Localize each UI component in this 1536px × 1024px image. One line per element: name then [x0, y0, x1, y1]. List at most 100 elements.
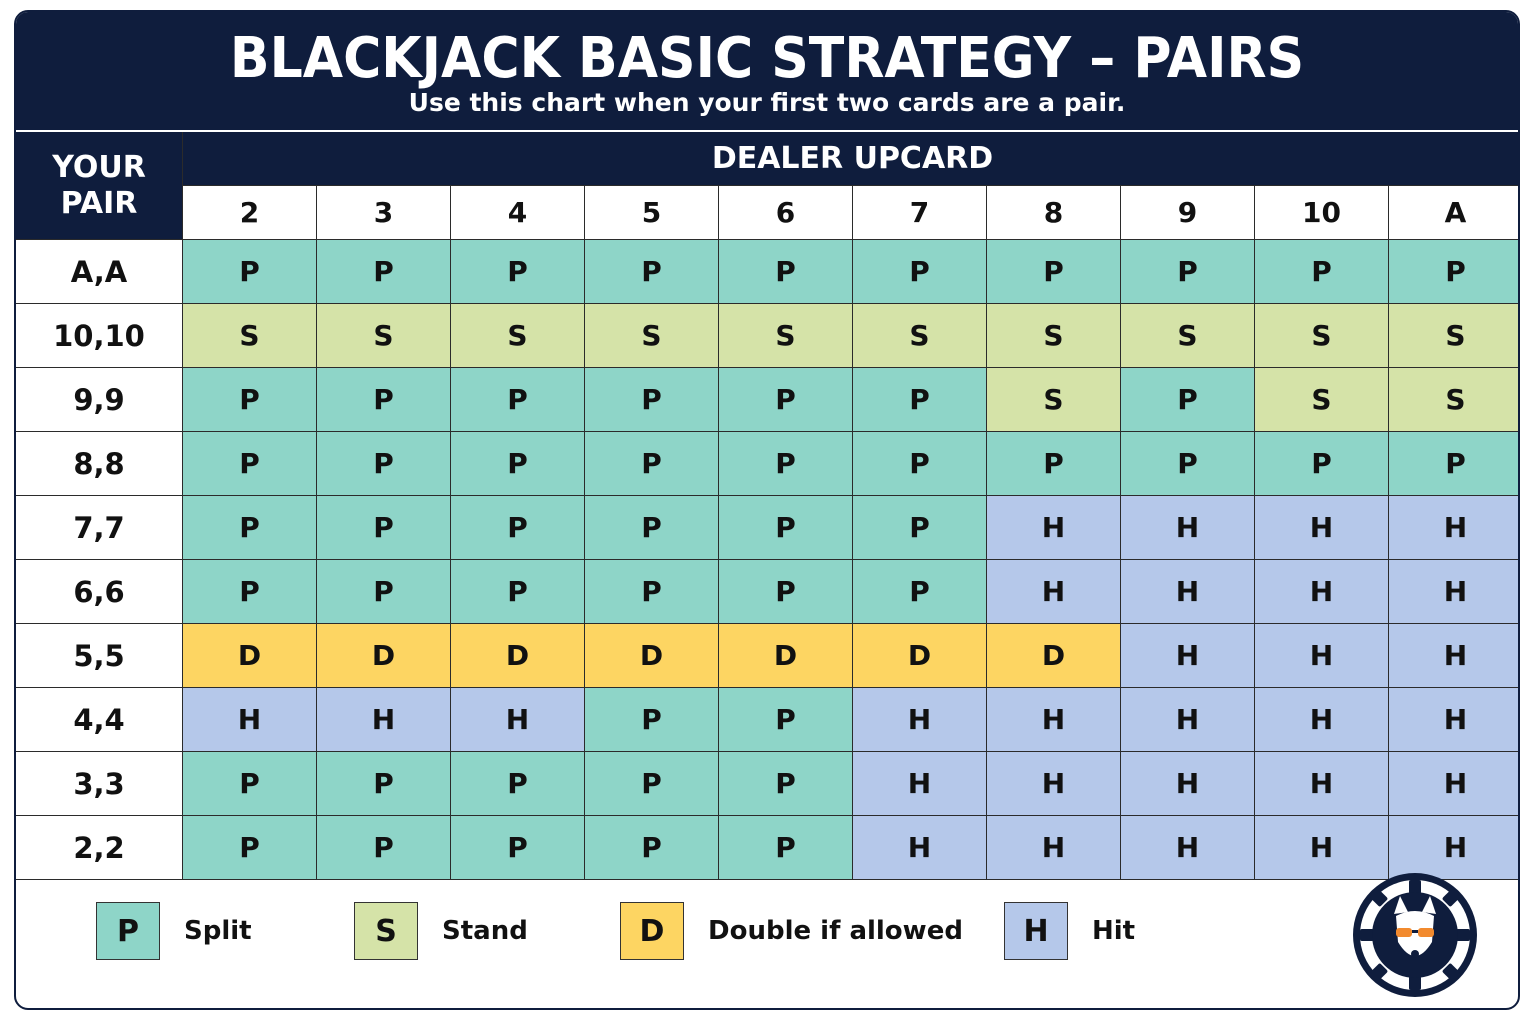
strategy-cell: P — [853, 432, 986, 495]
strategy-cell: P — [1121, 432, 1254, 495]
strategy-cell: P — [183, 816, 316, 879]
row-label: 7,7 — [16, 496, 182, 559]
strategy-cell: P — [585, 240, 718, 303]
legend-label: Stand — [442, 916, 528, 946]
strategy-cell: P — [183, 560, 316, 623]
strategy-cell: P — [317, 240, 450, 303]
your-pair-header-line1: YOUR — [52, 149, 146, 185]
strategy-cell: P — [317, 496, 450, 559]
strategy-cell: H — [853, 752, 986, 815]
strategy-cell: H — [1255, 752, 1388, 815]
strategy-cell: S — [317, 304, 450, 367]
legend-swatch: D — [620, 902, 684, 960]
row-label: 4,4 — [16, 688, 182, 751]
strategy-cell: H — [1121, 624, 1254, 687]
strategy-cell: H — [1255, 624, 1388, 687]
strategy-cell: H — [1121, 496, 1254, 559]
row-label: 9,9 — [16, 368, 182, 431]
strategy-cell: H — [1255, 496, 1388, 559]
strategy-cell: H — [987, 560, 1120, 623]
row-label: 8,8 — [16, 432, 182, 495]
strategy-cell: H — [1255, 688, 1388, 751]
strategy-cell: H — [317, 688, 450, 751]
strategy-cell: P — [451, 368, 584, 431]
strategy-cell: P — [317, 432, 450, 495]
strategy-cell: H — [1389, 560, 1518, 623]
strategy-cell: H — [853, 816, 986, 879]
strategy-cell: S — [987, 368, 1120, 431]
strategy-cell: H — [1389, 688, 1518, 751]
strategy-cell: H — [1255, 560, 1388, 623]
dealer-upcard-5: 6 — [719, 186, 852, 239]
strategy-cell: P — [1389, 240, 1518, 303]
strategy-cell: H — [1389, 496, 1518, 559]
strategy-cell: P — [1255, 240, 1388, 303]
dealer-upcard-3: 4 — [451, 186, 584, 239]
row-label: 6,6 — [16, 560, 182, 623]
strategy-cell: S — [451, 304, 584, 367]
strategy-cell: D — [719, 624, 852, 687]
strategy-cell: H — [1255, 816, 1388, 879]
strategy-cell: P — [853, 560, 986, 623]
page-subtitle: Use this chart when your first two cards… — [408, 88, 1126, 117]
strategy-cell: H — [1121, 560, 1254, 623]
strategy-cell: P — [585, 368, 718, 431]
strategy-cell: P — [585, 560, 718, 623]
row-label: 10,10 — [16, 304, 182, 367]
strategy-cell: P — [1389, 432, 1518, 495]
strategy-cell: P — [853, 240, 986, 303]
dealer-upcard-10: A — [1389, 186, 1518, 239]
strategy-cell: P — [183, 240, 316, 303]
header: BLACKJACK BASIC STRATEGY – PAIRS Use thi… — [16, 12, 1518, 130]
dealer-upcard-6: 7 — [853, 186, 986, 239]
strategy-cell: S — [987, 304, 1120, 367]
strategy-cell: H — [987, 688, 1120, 751]
strategy-cell: P — [317, 752, 450, 815]
dog-sunglasses-chip-logo-icon — [1353, 873, 1477, 997]
legend-swatch: S — [354, 902, 418, 960]
strategy-cell: H — [1121, 816, 1254, 879]
strategy-cell: S — [585, 304, 718, 367]
strategy-cell: P — [585, 496, 718, 559]
strategy-cell: P — [1255, 432, 1388, 495]
dealer-upcard-1: 2 — [183, 186, 316, 239]
strategy-cell: H — [987, 496, 1120, 559]
strategy-card: BLACKJACK BASIC STRATEGY – PAIRS Use thi… — [14, 10, 1520, 1010]
strategy-cell: S — [1389, 368, 1518, 431]
strategy-cell: P — [183, 368, 316, 431]
strategy-cell: H — [1389, 752, 1518, 815]
strategy-cell: P — [451, 752, 584, 815]
strategy-cell: P — [451, 496, 584, 559]
dealer-upcard-2: 3 — [317, 186, 450, 239]
dealer-upcard-4: 5 — [585, 186, 718, 239]
strategy-cell: H — [183, 688, 316, 751]
strategy-cell: H — [853, 688, 986, 751]
strategy-cell: P — [719, 560, 852, 623]
legend-label: Split — [184, 916, 252, 946]
strategy-cell: P — [451, 432, 584, 495]
strategy-cell: P — [451, 816, 584, 879]
strategy-cell: S — [1121, 304, 1254, 367]
strategy-cell: P — [719, 816, 852, 879]
strategy-cell: P — [853, 368, 986, 431]
strategy-cell: P — [585, 688, 718, 751]
strategy-cell: S — [1255, 304, 1388, 367]
dealer-upcard-header: DEALER UPCARD — [183, 132, 1518, 185]
your-pair-header-line2: PAIR — [60, 185, 138, 221]
strategy-cell: H — [1121, 688, 1254, 751]
strategy-cell: P — [1121, 240, 1254, 303]
strategy-cell: H — [987, 816, 1120, 879]
row-label: 3,3 — [16, 752, 182, 815]
strategy-cell: D — [853, 624, 986, 687]
legend-swatch: P — [96, 902, 160, 960]
strategy-cell: D — [183, 624, 316, 687]
dealer-upcard-9: 10 — [1255, 186, 1388, 239]
strategy-cell: H — [451, 688, 584, 751]
dealer-upcard-7: 8 — [987, 186, 1120, 239]
strategy-cell: P — [987, 432, 1120, 495]
strategy-cell: P — [719, 752, 852, 815]
strategy-cell: P — [183, 496, 316, 559]
legend-swatch: H — [1004, 902, 1068, 960]
